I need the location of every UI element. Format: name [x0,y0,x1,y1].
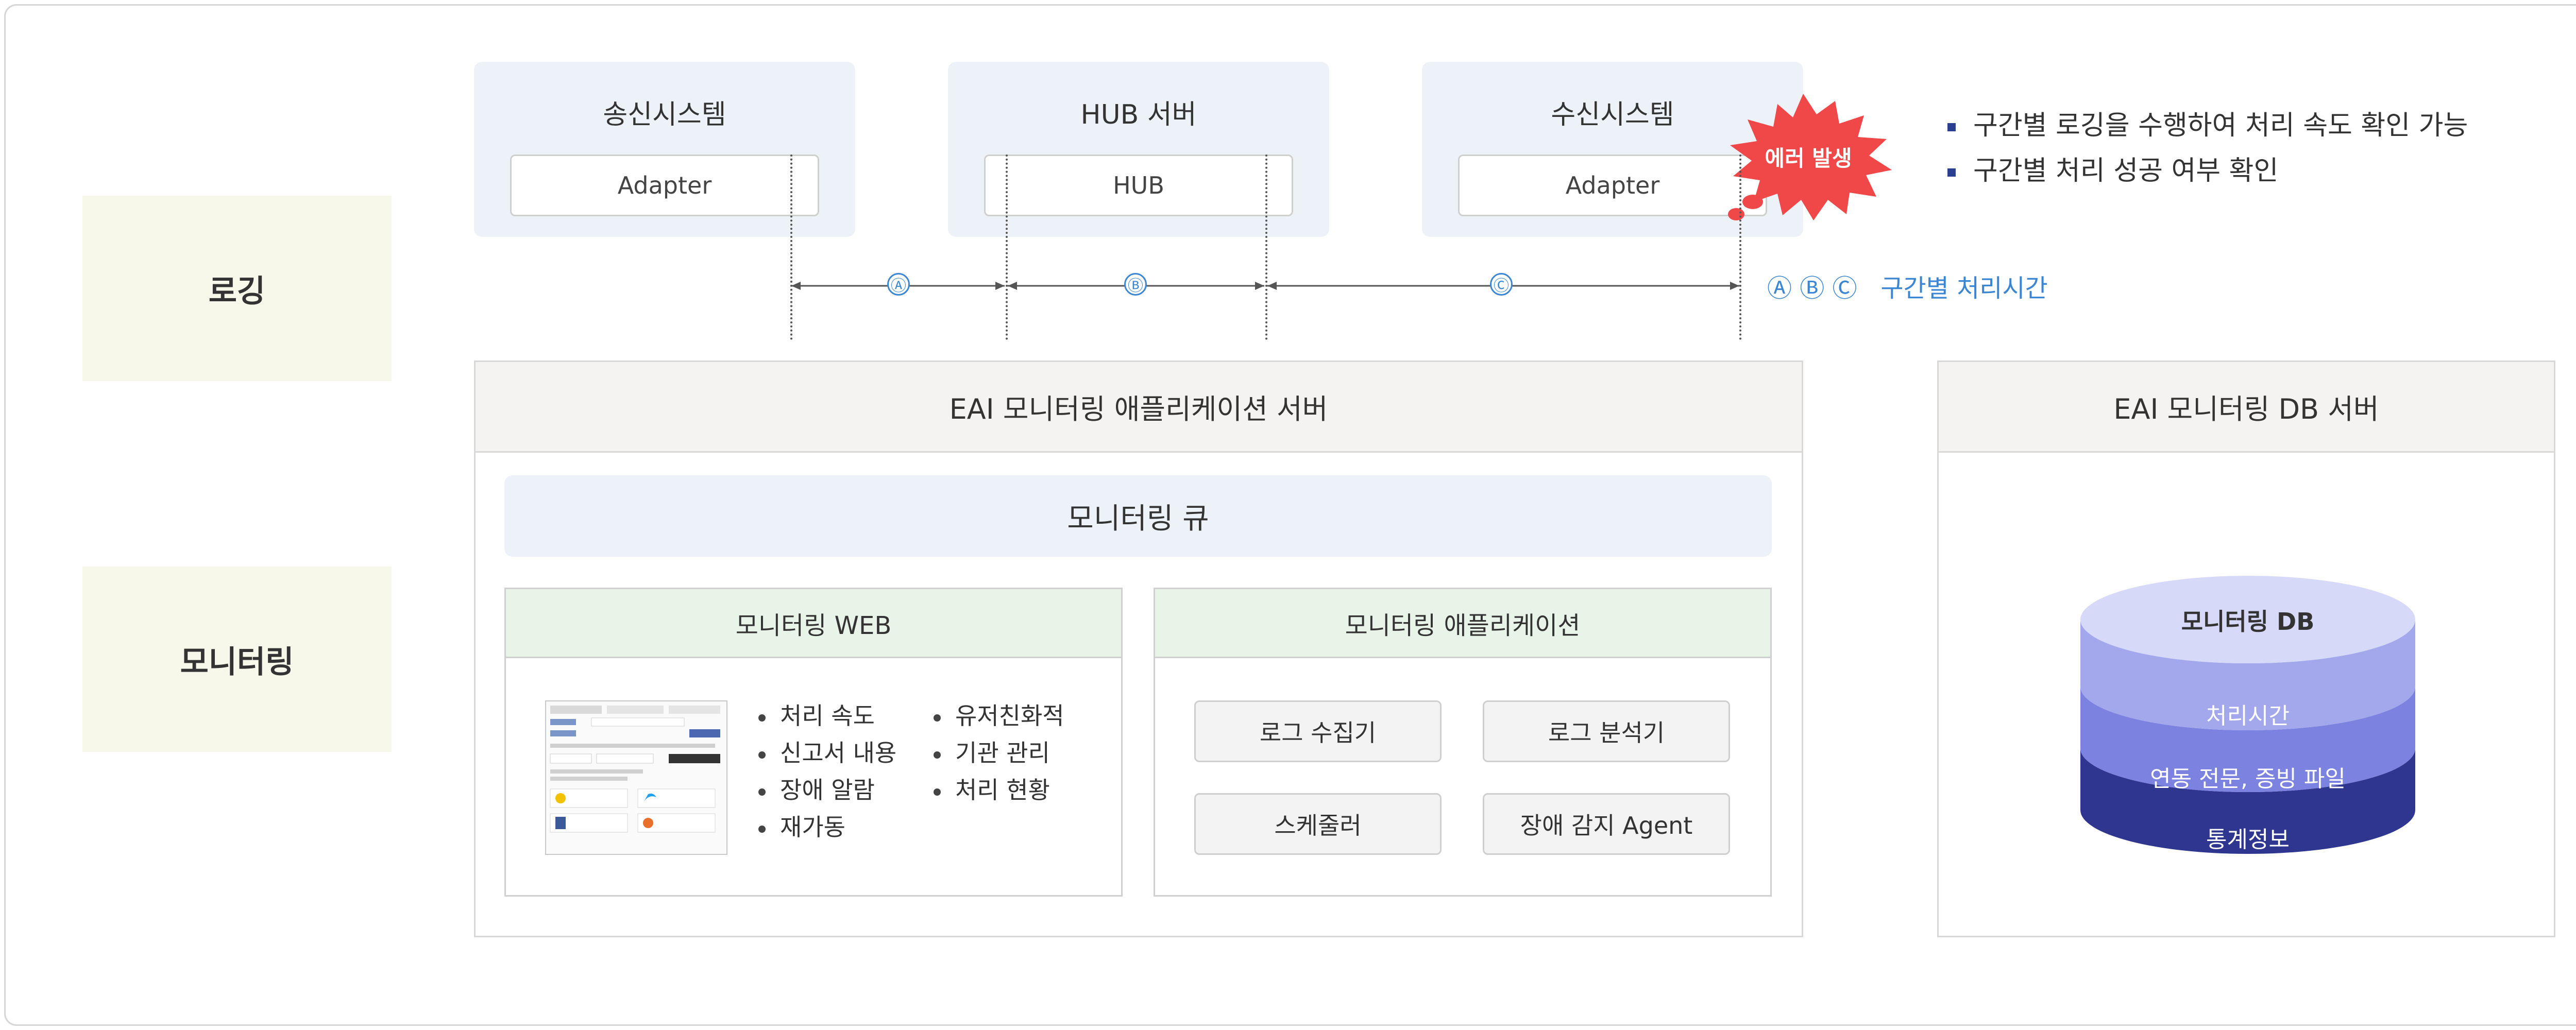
row-label-monitoring-text: 모니터링 [180,644,294,680]
monitoring-app-title: 모니터링 애플리케이션 [1155,589,1770,658]
receiver-system-box: 수신시스템 Adapter [1422,62,1803,237]
database-cylinder-icon: 모니터링 DB 처리시간 연동 전문, 증빙 파일 통계정보 [2080,576,2415,854]
sender-timing-line [790,154,792,340]
feature-text: 재가동 [780,813,845,841]
note-text: 구간별 처리 성공 여부 확인 [1973,156,2279,186]
sender-system-box: 송신시스템 Adapter [474,62,855,237]
segment-arrows [791,282,1739,290]
feature-text: 처리 속도 [780,702,875,730]
db-layer-label: 처리시간 [2206,703,2290,729]
segment-legend: Ⓐ Ⓑ Ⓒ 구간별 처리시간 [1767,268,2048,304]
feature-text: 장애 알람 [780,776,875,804]
hub-in-timing-line [1006,154,1008,340]
monitoring-web-title: 모니터링 WEB [506,589,1121,658]
app-server-panel: EAI 모니터링 애플리케이션 서버 모니터링 큐 모니터링 WEB [474,360,1803,937]
web-features-col1: 처리 속도 신고서 내용 장애 알람 재가동 [758,697,896,846]
hub-component: HUB [984,154,1293,216]
feature-item: 장애 알람 [758,771,896,809]
receiver-timing-line [1739,154,1741,340]
feature-text: 유저친화적 [955,702,1064,730]
feature-item: 기관 관리 [934,734,1064,771]
web-features-col2: 유저친화적 기관 관리 처리 현황 [934,697,1064,809]
hub-out-timing-line [1265,154,1267,340]
app-server-title: EAI 모니터링 애플리케이션 서버 [476,362,1802,453]
db-layer-label: 연동 전문, 증빙 파일 [2150,766,2346,792]
feature-text: 기관 관리 [955,739,1050,767]
row-label-logging: 로깅 [82,196,392,381]
notes-list: 구간별 로깅을 수행하여 처리 속도 확인 가능 구간별 처리 성공 여부 확인 [1947,103,2576,194]
log-analyzer-module: 로그 분석기 [1483,700,1730,762]
error-burst-icon: 에러 발생 [1728,94,1892,220]
feature-text: 신고서 내용 [780,739,897,767]
hub-server-box: HUB 서버 HUB [948,62,1329,237]
note-text: 구간별 로깅을 수행하여 처리 속도 확인 가능 [1973,110,2468,141]
row-label-logging-text: 로깅 [208,273,266,310]
monitoring-app-panel: 모니터링 애플리케이션 로그 수집기 로그 분석기 스케줄러 장애 감지 Age… [1154,588,1772,897]
feature-item: 재가동 [758,809,896,846]
db-label: 모니터링 DB [2181,608,2315,636]
note-item: 구간별 로깅을 수행하여 처리 속도 확인 가능 [1947,103,2576,148]
db-server-title: EAI 모니터링 DB 서버 [1939,362,2554,453]
sender-system-title: 송신시스템 [603,99,726,130]
feature-item: 처리 속도 [758,697,896,734]
feature-item: 유저친화적 [934,697,1064,734]
scheduler-module: 스케줄러 [1194,793,1442,855]
legend-symbols: Ⓐ Ⓑ Ⓒ [1767,274,1857,303]
receiver-system-title: 수신시스템 [1551,99,1674,130]
segment-c-marker: Ⓒ [1490,273,1513,296]
feature-item: 처리 현황 [934,771,1064,809]
fault-detection-agent-module: 장애 감지 Agent [1483,793,1730,855]
log-collector-module: 로그 수집기 [1194,700,1442,762]
monitoring-web-panel: 모니터링 WEB 처리 속도 [504,588,1123,897]
row-label-monitoring: 모니터링 [82,566,392,752]
web-screenshot-thumbnail [545,700,727,855]
segment-b-marker: Ⓑ [1124,273,1147,296]
feature-item: 신고서 내용 [758,734,896,771]
note-item: 구간별 처리 성공 여부 확인 [1947,148,2576,194]
legend-label: 구간별 처리시간 [1880,274,2048,303]
monitoring-queue: 모니터링 큐 [504,475,1772,557]
error-badge-text: 에러 발생 [1765,146,1852,171]
feature-text: 처리 현황 [955,776,1050,804]
hub-server-title: HUB 서버 [1080,99,1197,130]
segment-a-marker: Ⓐ [887,273,910,296]
db-server-panel: EAI 모니터링 DB 서버 모니터링 DB 처리시간 연동 전문, 증빙 파일… [1937,360,2555,937]
sender-adapter: Adapter [510,154,819,216]
db-layer-label: 통계정보 [2206,827,2290,853]
